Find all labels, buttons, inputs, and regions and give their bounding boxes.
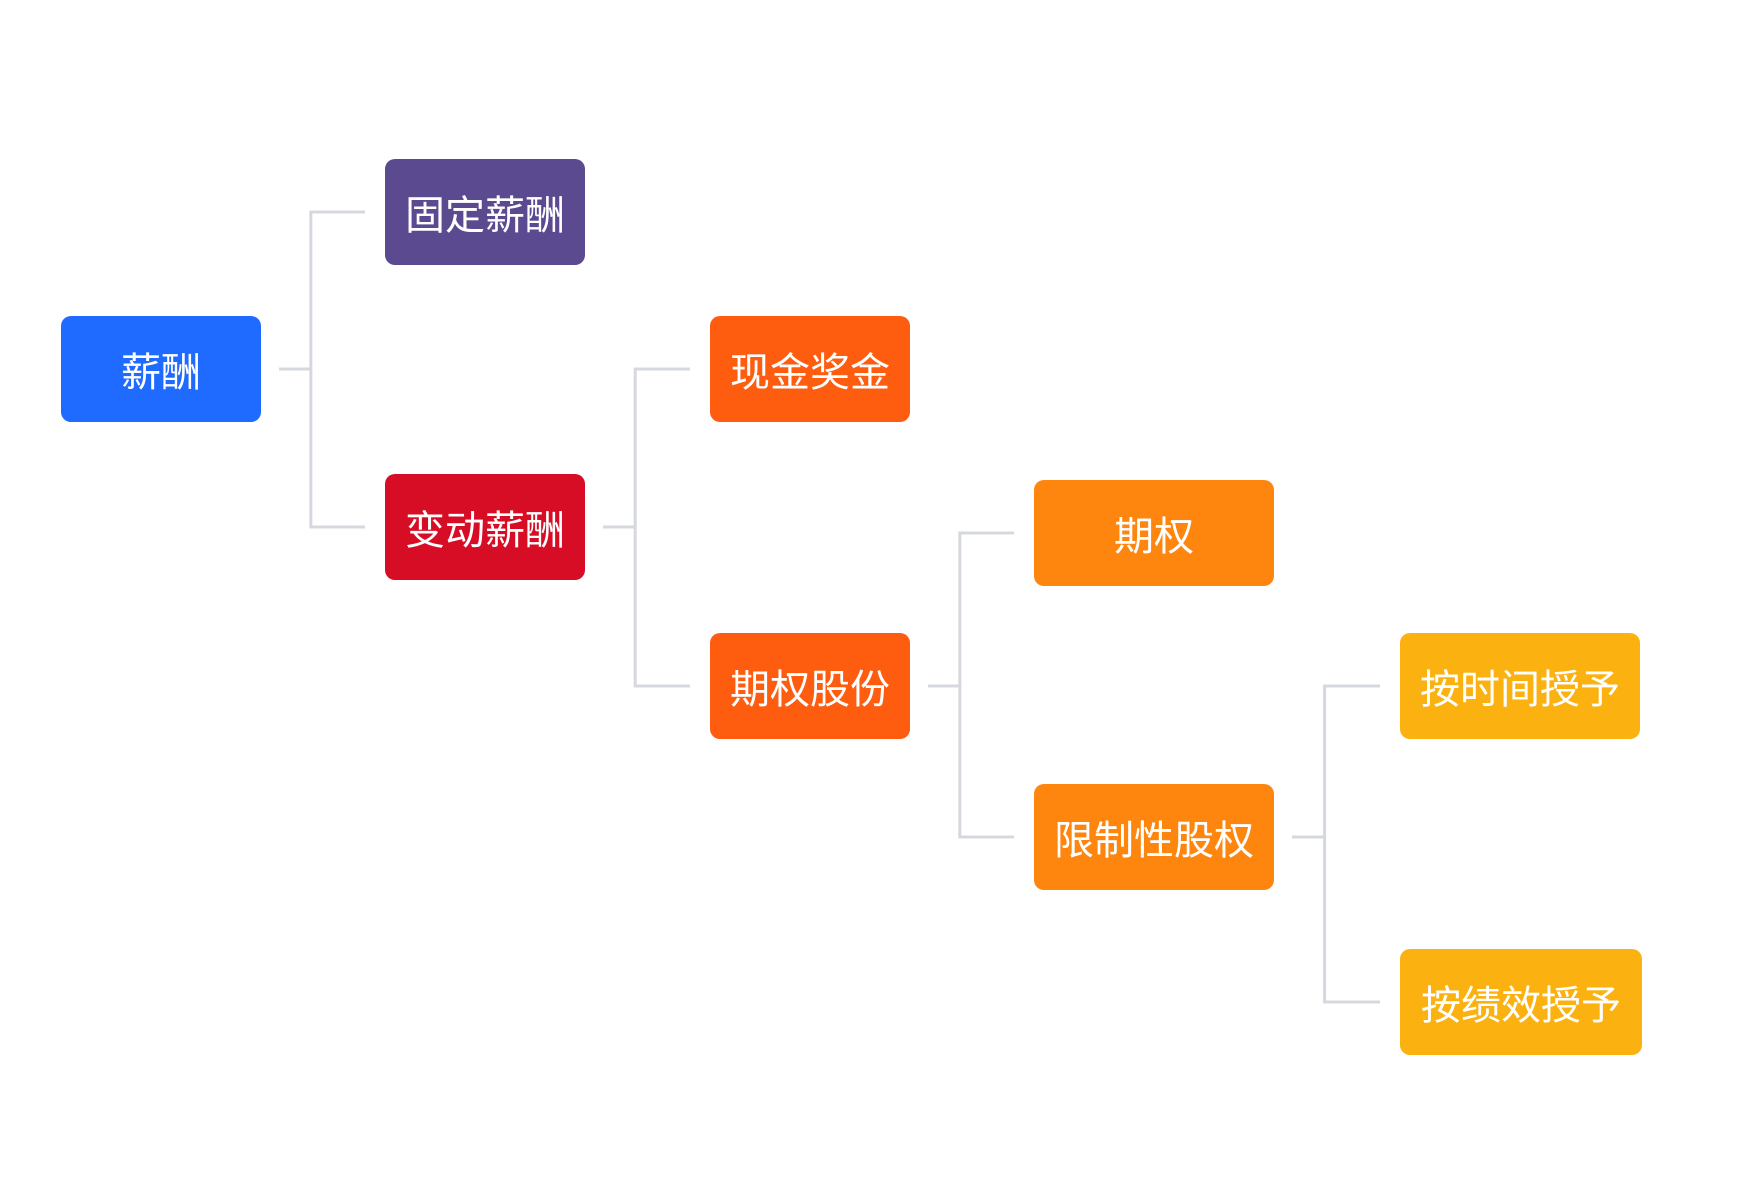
node-performance-based-grant: 按绩效授予: [1400, 949, 1642, 1055]
node-cash-bonus: 现金奖金: [710, 316, 910, 422]
node-time-based-grant: 按时间授予: [1400, 633, 1640, 739]
node-compensation: 薪酬: [61, 316, 261, 422]
node-stock-option: 期权: [1034, 480, 1274, 586]
node-label: 薪酬: [121, 350, 201, 396]
node-variable-compensation: 变动薪酬: [385, 474, 585, 580]
node-label: 按时间授予: [1420, 667, 1620, 713]
connector-var-equity: [603, 525, 690, 688]
node-restricted-stock: 限制性股权: [1034, 784, 1274, 890]
node-label: 按绩效授予: [1421, 983, 1621, 1029]
connector-equity-option: [928, 531, 1014, 688]
node-label: 变动薪酬: [405, 508, 565, 554]
connector-var-cash: [603, 367, 690, 529]
node-label: 期权股份: [730, 667, 890, 713]
node-label: 限制性股权: [1054, 818, 1254, 864]
connector-rsu-time: [1292, 684, 1380, 839]
connector-equity-rsu: [928, 684, 1014, 839]
node-label: 现金奖金: [730, 350, 890, 396]
connector-root-var: [279, 367, 365, 529]
node-fixed-compensation: 固定薪酬: [385, 159, 585, 265]
connector-root-fixed: [279, 210, 365, 371]
node-equity: 期权股份: [710, 633, 910, 739]
node-label: 固定薪酬: [405, 193, 565, 239]
connector-rsu-perf: [1292, 835, 1380, 1004]
node-label: 期权: [1114, 514, 1194, 560]
